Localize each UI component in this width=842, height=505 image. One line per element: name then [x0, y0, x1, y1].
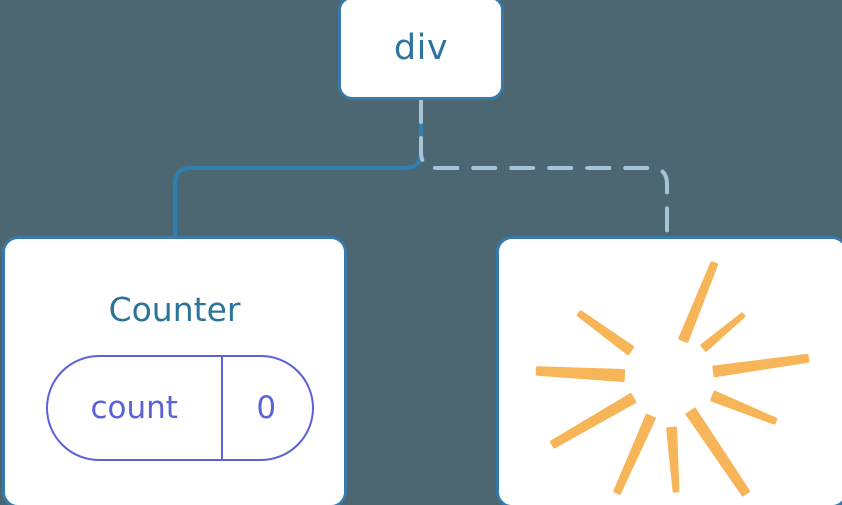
state-pill-key: count [90, 389, 178, 426]
sparkle-burst-icon [535, 261, 810, 497]
node-div[interactable]: div [338, 0, 504, 100]
state-pill-value: 0 [256, 389, 277, 426]
sparkle-ray-1 [700, 312, 746, 352]
sparkle-ray-2 [712, 353, 810, 378]
node-div-label: div [393, 27, 449, 68]
state-pill[interactable]: count 0 [46, 355, 314, 461]
sparkle-ray-7 [549, 393, 637, 449]
edge-div-to-sparkle [419, 98, 669, 242]
sparkle-ray-9 [576, 310, 635, 356]
sparkle-ray-6 [613, 413, 656, 495]
node-counter[interactable]: Counter count 0 [2, 236, 347, 505]
sparkle-ray-3 [710, 390, 778, 425]
sparkle-ray-5 [666, 426, 680, 493]
sparkle-ray-0 [678, 261, 719, 343]
node-sparkle[interactable] [496, 236, 842, 505]
state-pill-divider [221, 355, 223, 461]
edge-div-to-counter [173, 98, 423, 242]
sparkle-ray-4 [685, 407, 751, 497]
sparkle-ray-8 [535, 366, 626, 383]
node-counter-title: Counter [108, 290, 241, 329]
